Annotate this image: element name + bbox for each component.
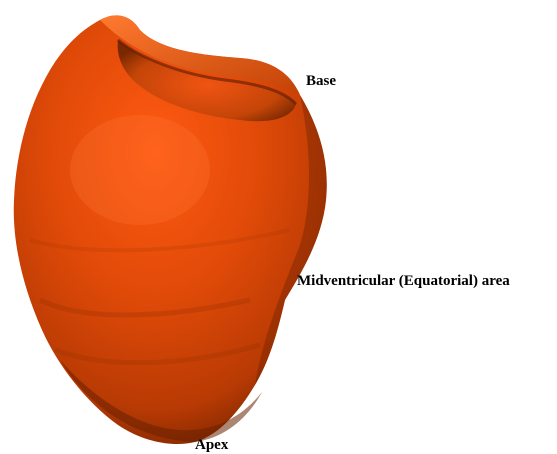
label-apex: Apex: [195, 438, 228, 453]
label-base: Base: [306, 74, 336, 89]
label-midventricular: Midventricular (Equatorial) area: [297, 274, 510, 289]
surface-highlight: [70, 115, 210, 225]
